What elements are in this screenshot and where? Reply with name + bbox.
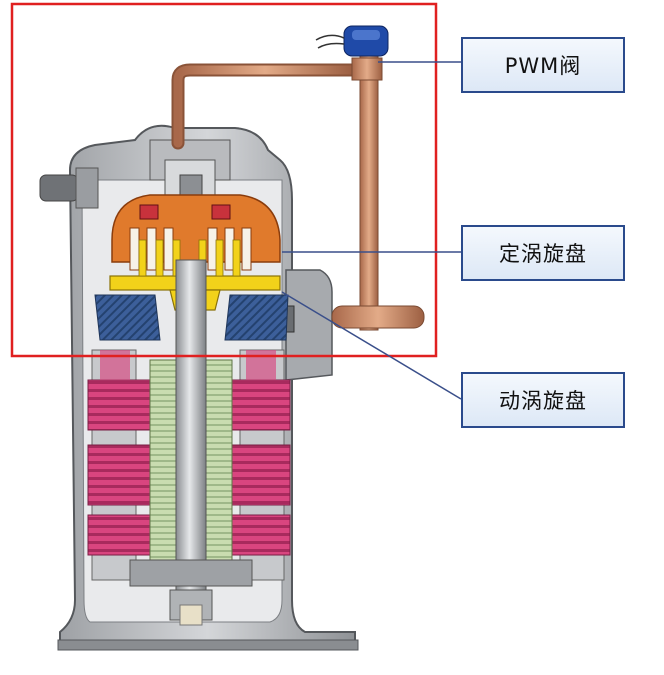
callout-orbiting-scroll-label: 动涡旋盘: [499, 389, 587, 413]
suction-fitting: [39, 167, 99, 209]
fixed-scroll-part: [111, 194, 281, 271]
lower-bearing: [129, 559, 253, 587]
callout-orbiting-scroll: 动涡旋盘: [461, 372, 625, 428]
injection-pipe: [171, 49, 425, 331]
motor-stator: [87, 349, 291, 581]
pwm-valve-coil: [315, 25, 389, 57]
callout-fixed-scroll-label: 定涡旋盘: [499, 242, 587, 266]
leader-orbiting-scroll: [281, 291, 462, 400]
callout-leaders: [281, 61, 462, 400]
callout-pwm-valve-label: PWM阀: [504, 54, 582, 78]
bearing-housing: [94, 294, 289, 341]
callout-fixed-scroll: 定涡旋盘: [461, 225, 625, 281]
callout-pwm-valve: PWM阀: [461, 37, 625, 93]
highlight-frame: [10, 2, 438, 358]
